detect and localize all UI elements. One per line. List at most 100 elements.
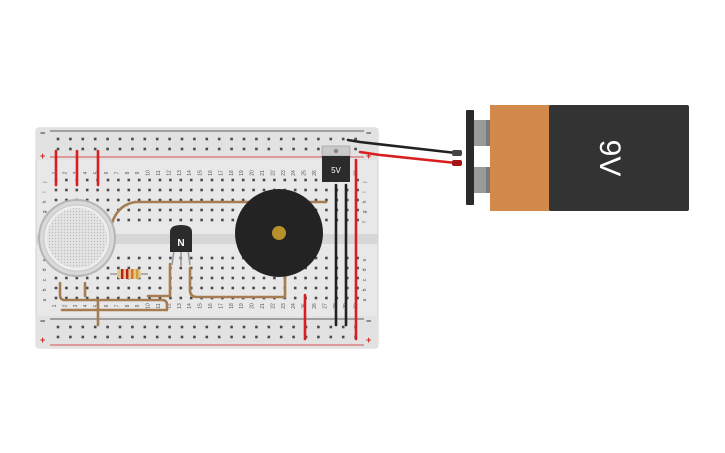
- breadboard-hole: [210, 256, 214, 260]
- column-number-top: 22: [270, 170, 276, 176]
- breadboard-hole: [325, 276, 328, 280]
- breadboard-hole: [158, 218, 162, 222]
- breadboard-hole: [217, 147, 221, 151]
- breadboard-hole: [85, 178, 89, 182]
- column-number-top: 23: [281, 170, 287, 176]
- row-letter-right: g: [362, 210, 368, 213]
- breadboard-hole: [231, 286, 235, 290]
- breadboard-hole: [81, 335, 85, 339]
- breadboard-hole: [317, 147, 320, 151]
- breadboard-hole: [314, 178, 318, 182]
- breadboard-hole: [304, 178, 307, 182]
- breadboard-hole: [200, 286, 203, 290]
- breadboard-hole: [317, 335, 320, 339]
- breadboard-hole: [85, 198, 89, 202]
- battery-black-lead: [346, 138, 458, 155]
- breadboard-hole: [168, 325, 171, 329]
- breadboard-hole: [137, 266, 141, 270]
- column-number-bottom: 18: [229, 303, 235, 309]
- breadboard-hole: [169, 198, 172, 202]
- column-number-top: 26: [312, 170, 318, 176]
- battery-terminal-bottom: [474, 167, 488, 193]
- breadboard: + + − − − − + + 112233445566778899101011…: [35, 127, 379, 349]
- breadboard-hole: [193, 147, 196, 151]
- column-number-bottom: 14: [187, 303, 193, 309]
- breadboard-hole: [137, 198, 141, 202]
- column-number-bottom: 4: [83, 304, 89, 307]
- breadboard-hole: [325, 208, 328, 212]
- column-number-top: 16: [208, 170, 214, 176]
- breadboard-hole: [292, 325, 295, 329]
- breadboard-hole: [169, 188, 172, 192]
- breadboard-hole: [341, 325, 345, 329]
- breadboard-hole: [317, 137, 320, 141]
- breadboard-hole: [117, 256, 120, 260]
- column-number-top: 8: [125, 171, 131, 174]
- breadboard-hole: [106, 178, 110, 182]
- breadboard-hole: [262, 276, 266, 280]
- breadboard-hole: [118, 147, 122, 151]
- breadboard-hole: [106, 198, 110, 202]
- breadboard-hole: [341, 137, 345, 141]
- breadboard-hole: [292, 147, 295, 151]
- column-number-bottom: 19: [239, 303, 245, 309]
- breadboard-hole: [85, 296, 89, 300]
- breadboard-hole: [205, 137, 209, 141]
- breadboard-hole: [155, 147, 159, 151]
- breadboard-hole: [314, 296, 318, 300]
- column-number-bottom: 20: [250, 303, 256, 309]
- breadboard-hole: [148, 276, 151, 280]
- breadboard-hole: [200, 218, 203, 222]
- breadboard-hole: [127, 218, 131, 222]
- breadboard-hole: [200, 208, 203, 212]
- column-number-top: 5: [94, 171, 100, 174]
- column-number-top: 11: [156, 170, 162, 175]
- breadboard-hole: [81, 325, 85, 329]
- breadboard-hole: [117, 296, 120, 300]
- breadboard-hole: [210, 178, 214, 182]
- breadboard-hole: [273, 178, 276, 182]
- rail-plus-top-left: +: [40, 151, 45, 161]
- column-number-bottom: 26: [312, 303, 318, 309]
- column-number-top: 12: [166, 170, 172, 176]
- breadboard-hole: [75, 296, 79, 300]
- breadboard-hole: [179, 296, 183, 300]
- breadboard-hole: [356, 266, 359, 270]
- breadboard-hole: [65, 198, 68, 202]
- column-number-top: 15: [198, 170, 204, 176]
- gas-sensor-mesh: [47, 208, 107, 268]
- breadboard-hole: [81, 147, 85, 151]
- battery-label: 9V: [593, 140, 626, 177]
- rail-plus-top-right: +: [366, 151, 371, 161]
- breadboard-hole: [65, 286, 68, 290]
- breadboard-hole: [329, 137, 333, 141]
- breadboard-hole: [158, 208, 162, 212]
- column-number-top: 19: [239, 170, 245, 176]
- breadboard-hole: [69, 147, 72, 151]
- breadboard-hole: [279, 147, 283, 151]
- breadboard-hole: [267, 335, 271, 339]
- breadboard-hole: [75, 276, 79, 280]
- column-number-bottom: 12: [166, 303, 172, 309]
- breadboard-hole: [356, 178, 359, 182]
- breadboard-hole: [252, 178, 255, 182]
- breadboard-hole: [148, 286, 151, 290]
- breadboard-hole: [168, 335, 171, 339]
- breadboard-hole: [54, 276, 58, 280]
- breadboard-hole: [56, 335, 60, 339]
- breadboard-hole: [210, 276, 214, 280]
- column-number-bottom: 24: [291, 303, 297, 309]
- breadboard-hole: [65, 188, 68, 192]
- battery-lead-clip-black: [452, 150, 462, 156]
- battery-terminal-top: [474, 120, 488, 146]
- breadboard-hole: [200, 266, 203, 270]
- breadboard-hole: [242, 137, 246, 141]
- rail-plus-bottom-left: +: [40, 335, 45, 345]
- breadboard-hole: [56, 137, 60, 141]
- breadboard-hole: [205, 147, 209, 151]
- breadboard-hole: [252, 286, 255, 290]
- breadboard-hole: [137, 296, 141, 300]
- breadboard-hole: [54, 188, 58, 192]
- breadboard-hole: [69, 137, 72, 141]
- breadboard-hole: [354, 137, 357, 141]
